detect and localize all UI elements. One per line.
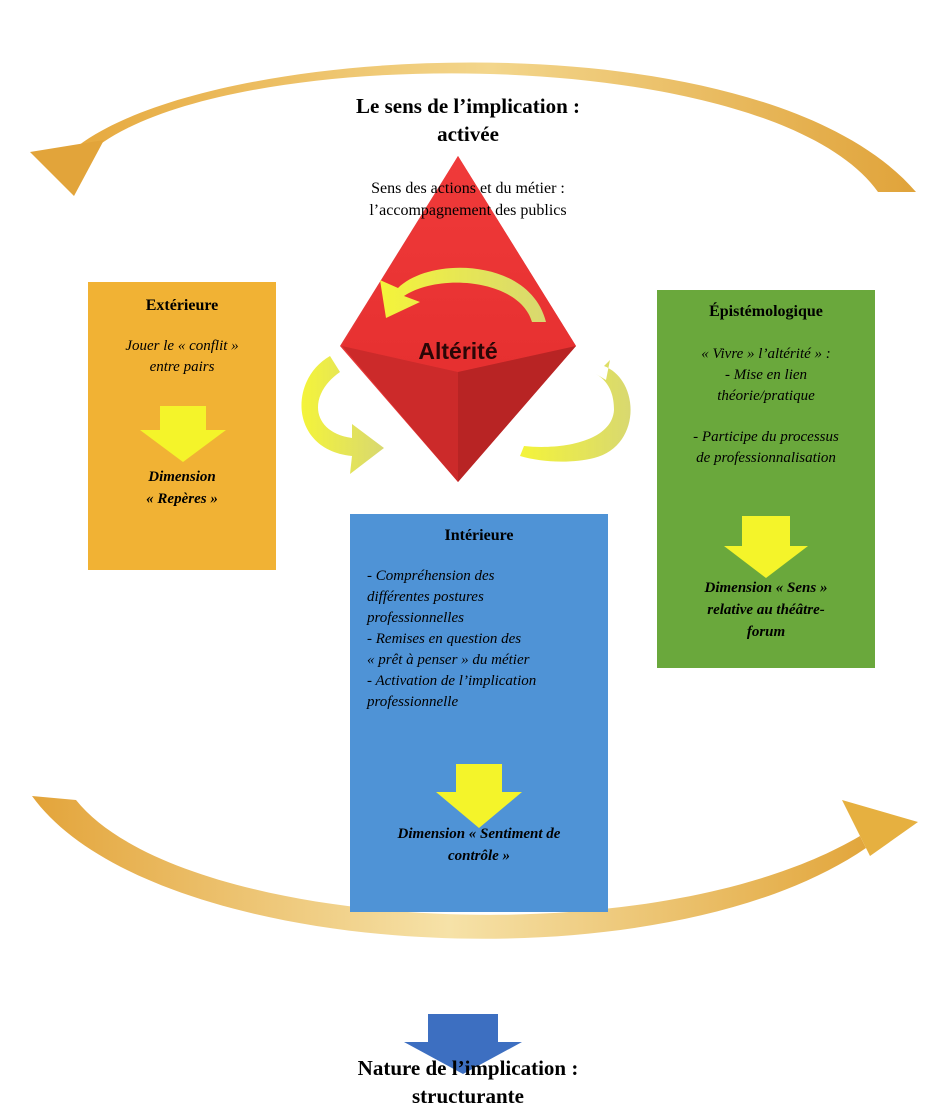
- box-interieure: [350, 514, 608, 912]
- exterieure-dimension: Dimension « Repères »: [88, 466, 276, 510]
- top-arc-arrowhead: [30, 140, 104, 196]
- top-title-line1: Le sens de l’implication :: [356, 94, 580, 118]
- epistemo-down-arrow: [724, 516, 808, 578]
- bottom-blue-arrow: [404, 1014, 522, 1074]
- exterieure-text-line1: Jouer le « conflit »: [125, 338, 239, 354]
- alterite-diamond: [340, 156, 576, 482]
- left-cycle-arrow: [301, 356, 384, 474]
- interieure-text-line7: professionnelle: [367, 694, 459, 710]
- interieure-dimension: Dimension « Sentiment de contrôle »: [350, 823, 608, 867]
- exterieure-dimension-line1: Dimension: [148, 469, 216, 485]
- exterieure-dimension-line2: « Repères »: [146, 491, 218, 507]
- exterieure-text-line2: entre pairs: [149, 359, 215, 375]
- top-arc-arrow: [64, 62, 916, 192]
- epistemo-text-line4: - Participe du processus: [693, 429, 839, 445]
- exterieure-text: Jouer le « conflit » entre pairs: [88, 336, 276, 378]
- bottom-title-line2: structurante: [412, 1084, 524, 1108]
- top-subtitle-line1: Sens des actions et du métier :: [371, 180, 565, 197]
- exterieure-title: Extérieure: [145, 297, 219, 314]
- top-title: Le sens de l’implication : activée: [268, 92, 668, 148]
- epistemo-title: Épistémologique: [709, 303, 823, 320]
- epistemo-content: Épistémologique « Vivre » l’altérité » :…: [657, 302, 875, 643]
- interieure-title: Intérieure: [444, 527, 514, 544]
- exterieure-content: Extérieure Jouer le « conflit » entre pa…: [88, 296, 276, 510]
- epistemo-text-line5: de professionnalisation: [696, 450, 836, 466]
- interieure-down-arrow: [436, 764, 522, 828]
- epistemo-text-line3: théorie/pratique: [717, 388, 815, 404]
- right-cycle-arrow: [520, 360, 631, 462]
- interieure-dimension-line1: Dimension « Sentiment de: [397, 826, 561, 842]
- exterieure-down-arrow: [140, 406, 226, 462]
- box-epistemologique: [657, 290, 875, 668]
- interieure-text-line2: différentes postures: [367, 589, 484, 605]
- interieure-dimension-line2: contrôle »: [447, 848, 511, 864]
- epistemo-text: « Vivre » l’altérité » : - Mise en lien …: [657, 344, 875, 469]
- epistemo-dimension: Dimension « Sens » relative au théâtre- …: [657, 577, 875, 643]
- interieure-text-line3: professionnelles: [367, 610, 464, 626]
- top-subtitle-line2: l’accompagnement des publics: [369, 202, 567, 219]
- alterite-label: Altérité: [418, 338, 498, 364]
- bottom-title-line1: Nature de l’implication :: [357, 1056, 579, 1080]
- interieure-text: - Compréhension des différentes postures…: [350, 566, 608, 713]
- top-title-line2: activée: [437, 122, 499, 146]
- epistemo-dimension-line2: relative au théâtre-: [707, 602, 825, 618]
- top-subtitle: Sens des actions et du métier : l’accomp…: [318, 178, 618, 222]
- bottom-arc-arrow: [32, 796, 866, 939]
- bottom-arc-arrowhead: [842, 800, 918, 856]
- interieure-text-line1: - Compréhension des: [367, 568, 495, 584]
- interieure-content: Intérieure - Compréhension des différent…: [350, 526, 608, 867]
- bottom-title: Nature de l’implication : structurante: [268, 1054, 668, 1110]
- inner-cycle-arrow: [380, 267, 546, 322]
- epistemo-dimension-line1: Dimension « Sens »: [704, 580, 828, 596]
- epistemo-text-line2: - Mise en lien: [724, 367, 808, 383]
- epistemo-text-line1: « Vivre » l’altérité » :: [701, 346, 831, 362]
- epistemo-dimension-line3: forum: [746, 624, 786, 640]
- interieure-text-line6: - Activation de l’implication: [367, 673, 537, 689]
- interieure-text-line4: - Remises en question des: [367, 631, 522, 647]
- interieure-text-line5: « prêt à penser » du métier: [367, 652, 530, 668]
